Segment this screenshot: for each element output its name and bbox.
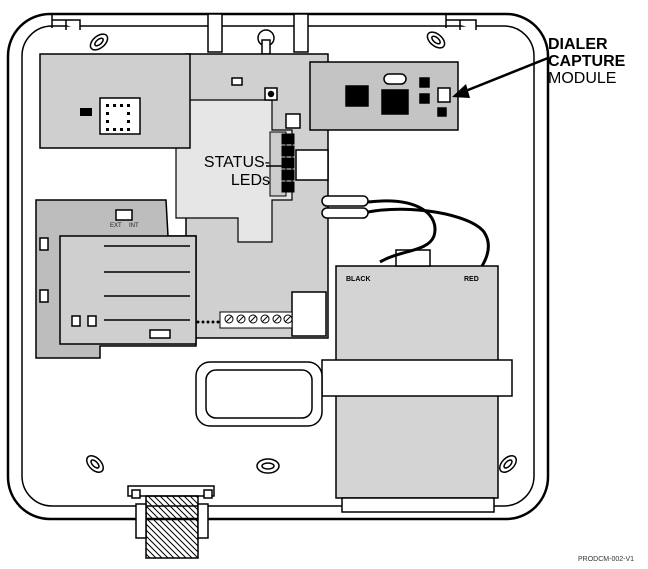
bracket-ribs [104, 245, 190, 321]
battery [321, 249, 513, 513]
document-id: PRODCM-002-V1 [578, 556, 635, 563]
status-label-line-1: STATUS- [203, 154, 270, 171]
callout-line-3: MODULE [548, 70, 617, 87]
communicator-module [39, 53, 191, 149]
terminal-block [219, 311, 293, 329]
header-pins [196, 320, 220, 324]
status-leds-label: STATUS- LEDs [178, 154, 270, 190]
battery-leads [367, 199, 490, 267]
lead-connectors [321, 195, 369, 219]
enclosure-housing [6, 12, 550, 521]
terminal-red-label: RED [464, 276, 479, 283]
callout-arrow-shaft [457, 56, 549, 96]
battery-bracket [35, 199, 197, 359]
conduit-fitting [127, 485, 215, 559]
callout-line-1: DIALER [548, 36, 608, 53]
status-label-line-2: LEDs [230, 172, 270, 189]
status-led-array [269, 131, 295, 197]
rectangular-knockout [195, 361, 323, 427]
switch-ext-label: EXT [110, 223, 122, 229]
mounting-holes [86, 31, 517, 474]
switch-int-label: INT [129, 223, 139, 229]
module-chip-pins [80, 104, 130, 131]
keyhole-slot [257, 29, 275, 55]
main-circuit-board [175, 53, 329, 339]
callout-arrowhead [452, 84, 470, 98]
terminal-black-label: BLACK [346, 276, 371, 283]
dialer-capture-callout: DIALER CAPTURE MODULE [548, 36, 625, 87]
dialer-capture-module [309, 61, 459, 131]
top-mounting-tabs [51, 13, 477, 53]
callout-line-2: CAPTURE [548, 53, 626, 70]
